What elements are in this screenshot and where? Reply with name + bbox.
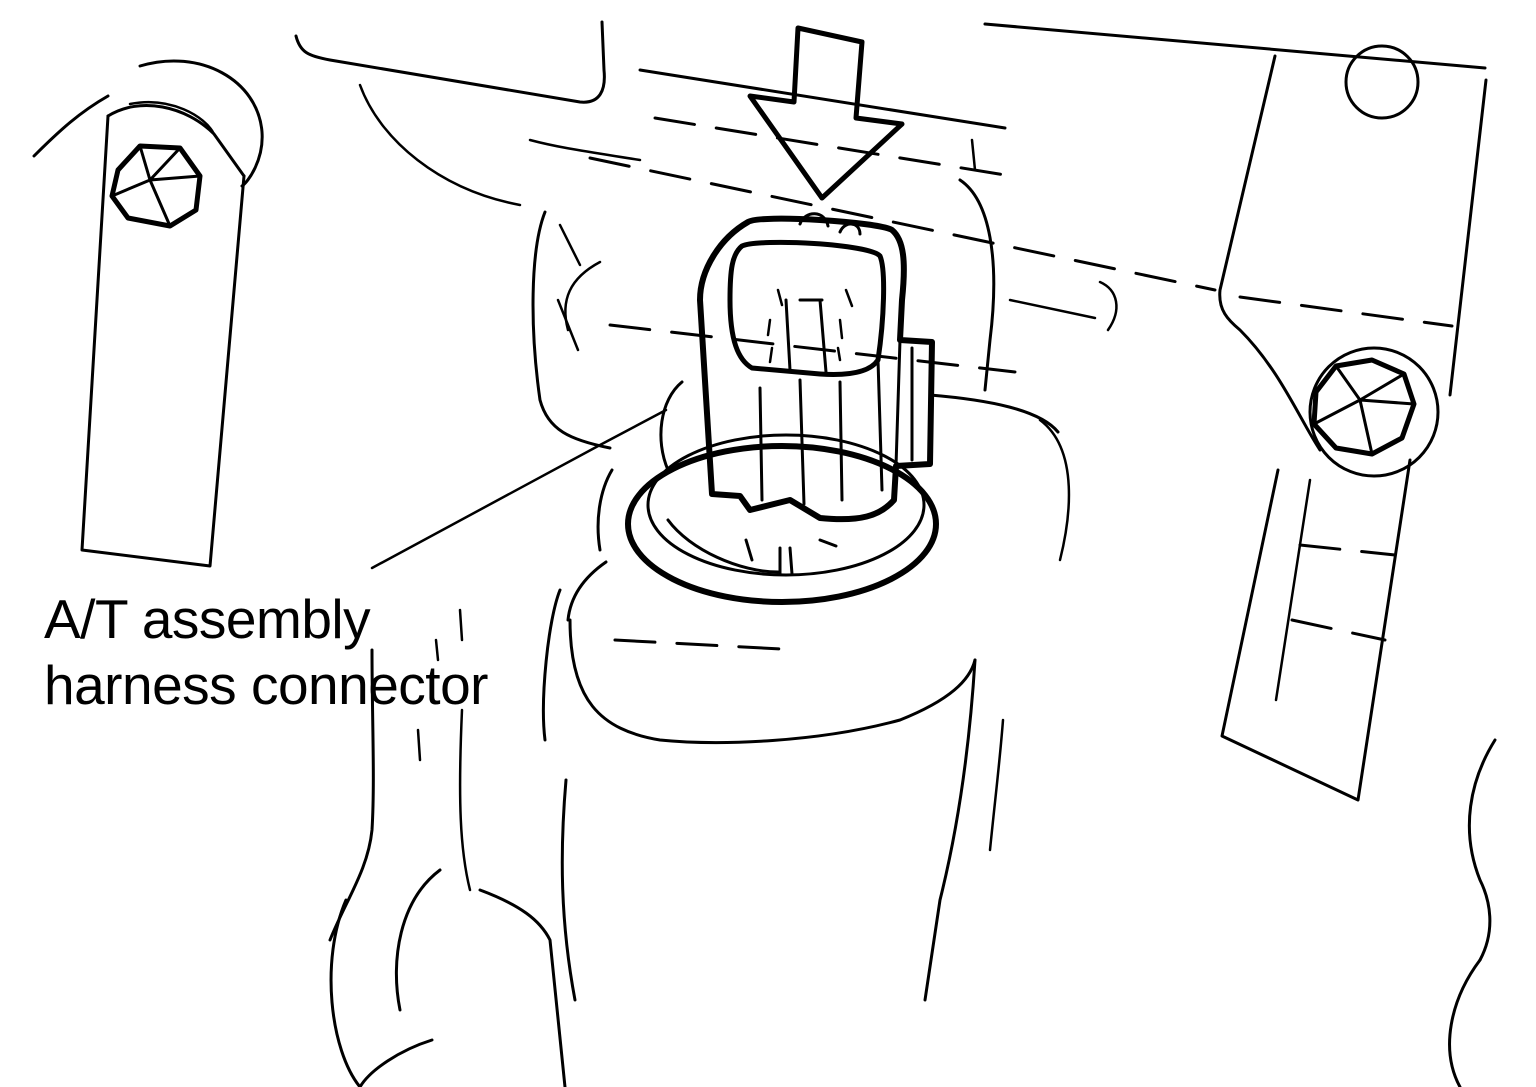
lower-case [330,470,1495,1087]
harness-connector [700,214,932,519]
left-bracket [34,61,262,566]
callout-line-2: harness connector [44,654,489,716]
arrow-down-icon [750,28,902,198]
housing-outline [296,22,1485,372]
left-bolt-icon [112,146,200,226]
right-bracket [1220,46,1486,800]
connector-seat [372,382,936,602]
connector-callout-label: A/T assembly harness connector [44,586,489,718]
right-bolt-icon [1310,348,1438,476]
callout-line-1: A/T assembly [44,588,371,650]
connector-boss [533,140,1069,560]
